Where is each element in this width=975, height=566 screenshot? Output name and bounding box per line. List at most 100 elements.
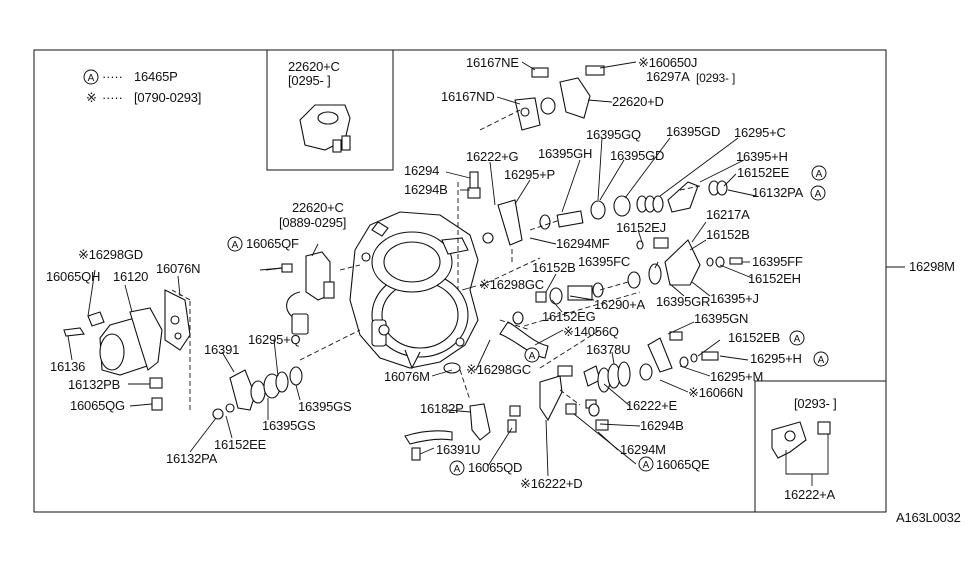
callout: 16395FF xyxy=(752,254,803,269)
throttle-body-drawing xyxy=(349,211,479,370)
callout: 16295+Q xyxy=(248,332,301,347)
callout: 16395GQ xyxy=(586,127,641,142)
circled-a-markers xyxy=(83,69,829,476)
lower-parts xyxy=(404,331,719,461)
svg-text:A: A xyxy=(454,464,461,475)
main-frame xyxy=(33,49,887,513)
callout: ※160650J xyxy=(638,55,698,70)
callout: 16294 xyxy=(404,163,440,178)
top-inset-box xyxy=(266,49,394,171)
callout: 16152B xyxy=(706,227,750,242)
motor-left xyxy=(63,289,191,411)
callout: 16152EG xyxy=(542,309,596,324)
callout: 16152EB xyxy=(728,330,781,345)
callout: 16222+E xyxy=(626,398,678,413)
legend-star-symbol: ※ xyxy=(86,90,97,105)
top-brackets xyxy=(467,65,605,199)
inset-bottom-parts xyxy=(771,421,831,459)
dashed-lines xyxy=(171,109,701,410)
callout: ※16222+D xyxy=(520,476,583,491)
callout: 16076N xyxy=(156,261,201,276)
callout: 16395+J xyxy=(710,291,759,306)
callout: 16132PA xyxy=(166,451,218,466)
callout: 16294B xyxy=(640,418,684,433)
callout: 16132PB xyxy=(68,377,121,392)
inset-top-part: 22620+C xyxy=(288,59,340,74)
callout: 16297A xyxy=(646,69,690,84)
inset-top-range: [0295- ] xyxy=(288,73,331,88)
callout: 16391 xyxy=(204,342,240,357)
callout: 16065QE xyxy=(656,457,710,472)
callout: [0293- ] xyxy=(696,71,736,85)
callout: 16065QG xyxy=(70,398,125,413)
legend-a-text: 16465P xyxy=(134,69,178,84)
callout: 16295+P xyxy=(504,167,556,182)
inset-bottom-range: [0293- ] xyxy=(794,396,837,411)
figure-id: A163L0032 xyxy=(896,510,961,525)
callout: ※16066N xyxy=(688,385,744,400)
callout: 16152EE xyxy=(214,437,267,452)
callout: 16136 xyxy=(50,359,86,374)
callout: 16065QH xyxy=(46,269,101,284)
callout: 16395GR xyxy=(656,294,711,309)
callout: 16217A xyxy=(706,207,750,222)
callout: 16294B xyxy=(404,182,448,197)
callout: 16395FC xyxy=(578,254,631,269)
svg-text:A: A xyxy=(816,169,823,180)
callout: 16132PA xyxy=(752,185,804,200)
callout: 22620+D xyxy=(612,94,664,109)
callout: 16152B xyxy=(532,260,576,275)
circled-a-letters: A A A A A A A A A xyxy=(88,73,825,475)
callout: 22620+C xyxy=(292,200,344,215)
legend-a-dots: ····· xyxy=(102,69,123,84)
svg-text:A: A xyxy=(794,334,801,345)
leader-lines xyxy=(67,61,829,486)
callout: 16076M xyxy=(384,369,430,384)
callout: 16295+C xyxy=(734,125,786,140)
callout: 16378U xyxy=(586,342,631,357)
frame-label: 16298M xyxy=(909,259,955,274)
legend-star-dots: ····· xyxy=(102,90,123,105)
callout: 16391U xyxy=(436,442,481,457)
callout: 16167ND xyxy=(441,89,495,104)
callout: ※16298GD xyxy=(78,247,143,262)
callout: 16395GH xyxy=(538,146,593,161)
callout: 16294MF xyxy=(556,236,610,251)
callout: 16182P xyxy=(420,401,464,416)
svg-text:A: A xyxy=(815,189,822,200)
callout: 16294M xyxy=(620,442,666,457)
right-parts xyxy=(482,180,743,359)
svg-text:A: A xyxy=(643,460,650,471)
inset-bottom-part: 16222+A xyxy=(784,487,836,502)
svg-text:A: A xyxy=(818,355,825,366)
callout: 16222+G xyxy=(466,149,519,164)
linkage-left xyxy=(212,366,303,420)
callout: ※16298GC xyxy=(466,362,531,377)
callout: 16295+H xyxy=(750,351,802,366)
callout: 16395GS xyxy=(298,399,352,414)
callout: 16065QF xyxy=(246,236,299,251)
callout: 16395GS xyxy=(262,418,316,433)
callout: 16395GD xyxy=(610,148,665,163)
callout: 16065QD xyxy=(468,460,523,475)
callout: 16120 xyxy=(113,269,149,284)
callout: [0889-0295] xyxy=(279,215,347,230)
legend-a-letter: A xyxy=(88,73,95,84)
callout: 16152EJ xyxy=(616,220,666,235)
svg-text:A: A xyxy=(232,240,239,251)
callout: 16290+A xyxy=(594,297,646,312)
legend-star-text: [0790-0293] xyxy=(134,90,202,105)
inset-sensor xyxy=(299,104,351,153)
bottom-inset-box xyxy=(754,380,886,512)
svg-text:A: A xyxy=(529,351,536,362)
callout: 16152EE xyxy=(737,165,790,180)
callout: 16152EH xyxy=(748,271,801,286)
callout: 16395GN xyxy=(694,311,749,326)
callout: 16395+H xyxy=(736,149,788,164)
callout: 16395GD xyxy=(666,124,721,139)
callout: 16295+M xyxy=(710,369,764,384)
callout: ※16298GC xyxy=(479,277,544,292)
sensor-left xyxy=(265,251,335,335)
